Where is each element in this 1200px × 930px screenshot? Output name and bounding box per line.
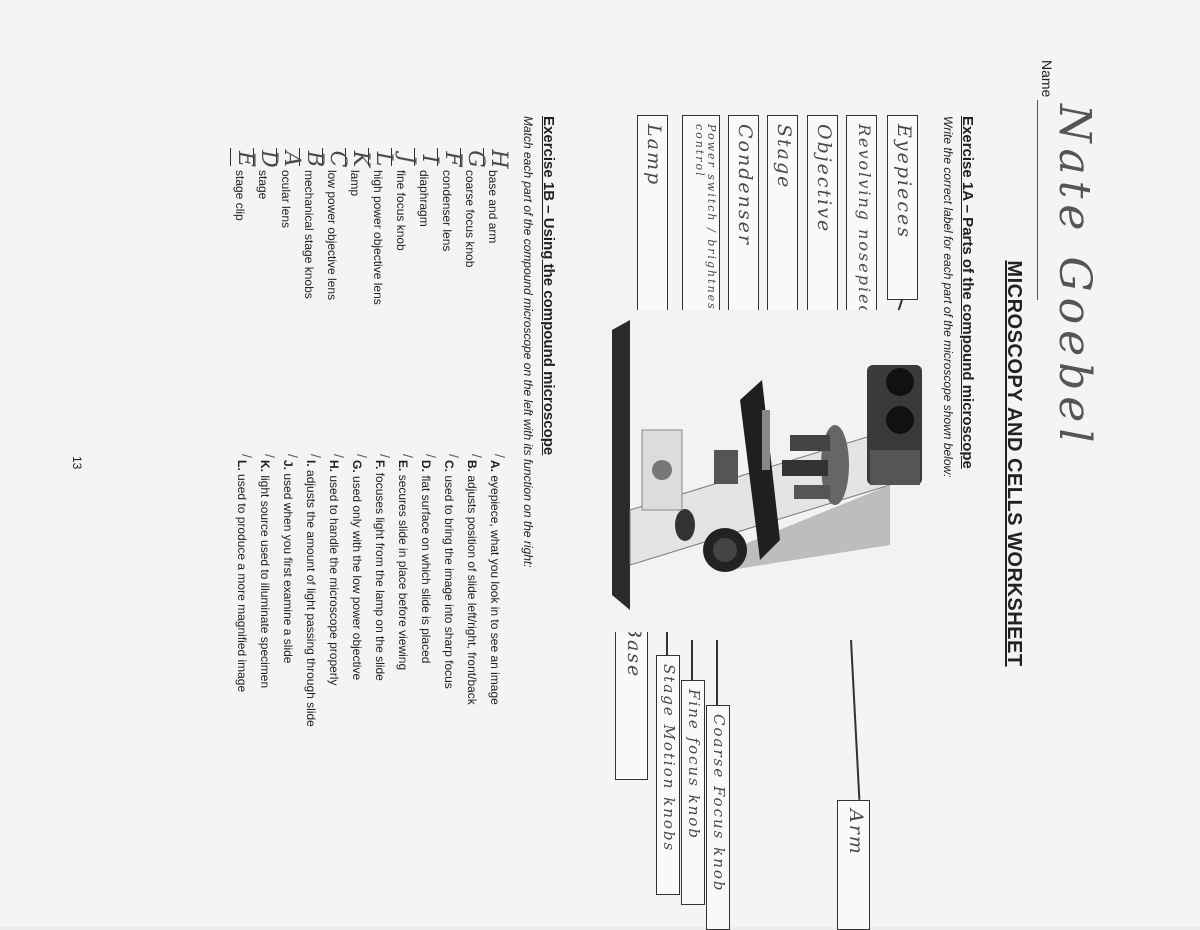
function-row-a: /A. eyepiece, what you look in to see an…: [488, 454, 508, 705]
name-underline: [1037, 100, 1038, 300]
label-fine-focus: Fine focus knob: [685, 689, 703, 841]
label-box-arm[interactable]: Arm: [837, 800, 870, 930]
function-row-b: /B. adjusts position of slide left/right…: [465, 454, 485, 705]
answer-blank[interactable]: J: [394, 154, 419, 166]
function-row-g: /G. used only with the low power objecti…: [350, 454, 370, 681]
answer-blank[interactable]: G: [463, 150, 488, 170]
label-box-objective[interactable]: Objective: [807, 115, 838, 330]
answer-blank[interactable]: F: [440, 151, 465, 169]
answer-blank[interactable]: L: [371, 151, 396, 169]
label-box-coarse-focus[interactable]: Coarse Focus knob: [706, 705, 730, 930]
exercise-1a-heading: Exercise 1A – Parts of the compound micr…: [959, 116, 976, 469]
label-base: Base: [623, 624, 645, 679]
leader-line-fine: [691, 640, 693, 680]
label-arm: Arm: [845, 809, 867, 856]
name-label: Name: [1039, 60, 1055, 98]
microscope-photo: [592, 310, 930, 632]
function-row-f: /F. focuses light from the lamp on the s…: [373, 454, 393, 681]
answer-blank[interactable]: C: [325, 150, 350, 170]
label-box-revolving-nosepiece[interactable]: Revolving nosepiece: [846, 115, 877, 340]
label-box-fine-focus[interactable]: Fine focus knob: [681, 680, 705, 905]
label-eyepieces: Eyepieces: [893, 124, 915, 239]
answer-blank[interactable]: E: [233, 150, 258, 170]
function-row-h: /H. used to handle the microscope proper…: [327, 454, 347, 686]
function-row-d: /D. flat surface on which slide is place…: [419, 454, 439, 664]
function-row-k: /K. light source used to illuminate spec…: [258, 454, 278, 689]
label-stage-motion: Stage Motion knobs: [660, 664, 678, 853]
label-lamp: Lamp: [643, 124, 665, 187]
label-stage: Stage: [773, 124, 795, 190]
exercise-1b-instruction: Match each part of the compound microsco…: [521, 116, 535, 568]
function-row-e: /E. secures slide in place before viewin…: [396, 454, 416, 671]
label-objective: Objective: [813, 124, 835, 234]
part-label: base and arm: [486, 170, 500, 244]
leader-line-arm: [850, 640, 861, 800]
part-label: lamp: [348, 170, 362, 197]
function-row-l: /L. used to produce a more magnified ima…: [235, 454, 255, 693]
function-row-c: /C. used to bring the image into sharp f…: [442, 454, 462, 689]
leader-line-coarse: [716, 640, 718, 705]
label-box-stage-motion[interactable]: Stage Motion knobs: [656, 655, 680, 895]
part-label: ocular lens: [279, 170, 293, 229]
label-coarse-focus: Coarse Focus knob: [710, 714, 728, 893]
answer-blank[interactable]: H: [486, 149, 511, 171]
student-name: Nate Goebel: [1049, 104, 1100, 449]
exercise-1a-instruction: Write the correct label for each part of…: [941, 116, 955, 478]
part-label: high power objective lens: [371, 170, 385, 305]
part-label: stage: [256, 170, 270, 200]
label-box-condenser[interactable]: Condenser: [728, 115, 759, 330]
exercise-1b-heading: Exercise 1B – Using the compound microsc…: [540, 116, 557, 456]
part-label: condenser lens: [440, 170, 454, 252]
part-label: coarse focus knob: [463, 170, 477, 268]
part-label: fine focus knob: [394, 170, 408, 251]
answer-blank[interactable]: D: [256, 150, 281, 170]
function-row-i: /I. adjusts the amount of light passing …: [304, 454, 324, 727]
label-power-switch: Power switch / brightness control: [693, 124, 718, 319]
label-box-lamp[interactable]: Lamp: [637, 115, 668, 330]
answer-blank[interactable]: I: [417, 154, 442, 166]
label-box-stage[interactable]: Stage: [767, 115, 798, 330]
label-box-power-switch[interactable]: Power switch / brightness control: [682, 115, 720, 340]
answer-blank[interactable]: K: [348, 150, 373, 170]
answer-blank[interactable]: A: [279, 151, 304, 169]
label-condenser: Condenser: [734, 124, 756, 246]
page-title: MICROSCOPY AND CELLS WORKSHEET: [1003, 260, 1025, 667]
part-label: stage clip: [233, 170, 247, 221]
function-row-j: /J. used when you first examine a slide: [281, 454, 301, 664]
label-box-eyepieces[interactable]: Eyepieces: [887, 115, 918, 300]
part-label: diaphragm: [417, 170, 431, 227]
label-revolving-nosepiece: Revolving nosepiece: [855, 124, 874, 328]
part-label: mechanical stage knobs: [302, 170, 316, 299]
label-box-base[interactable]: Base: [615, 615, 648, 780]
part-label: low power objective lens: [325, 170, 339, 301]
page-number: 13: [70, 456, 84, 470]
answer-blank[interactable]: B: [302, 150, 327, 170]
